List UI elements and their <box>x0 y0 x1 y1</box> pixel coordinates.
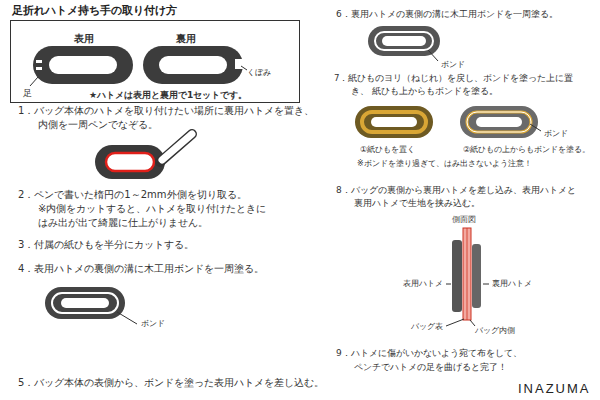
step-text: 2．ペンで書いた楕円の1～2mm外側を切り取る。 <box>18 188 247 202</box>
front-eyelet-part <box>36 67 42 70</box>
box-label: 裏用 <box>176 33 196 45</box>
trace-figure-part <box>95 145 165 179</box>
step-text: 5．バッグ本体の表側から、ボンドを塗った表用ハトメを差し込む。 <box>18 376 324 390</box>
callout-label: ボンド <box>543 129 569 139</box>
back-eyelet-part <box>143 46 243 84</box>
box-label: 表用 <box>74 33 94 45</box>
figure-caption: ①紙ひもを置く <box>360 145 415 155</box>
back-eyelet-part <box>241 66 247 70</box>
cord-figures-part <box>355 106 433 138</box>
note-text: ※ボンドを塗り過ぎて、はみ出さないよう注意！ <box>357 159 532 169</box>
side-view <box>446 228 489 326</box>
trace-figure-part <box>160 134 192 162</box>
cord-figures-part <box>460 106 538 138</box>
side-view-part <box>463 228 471 320</box>
trace-figure-part <box>156 162 160 166</box>
cord-figures-part <box>371 117 417 127</box>
step-text: 7．紙ひものヨリ（ねじれ）を戻し、ボンドを塗った上に置き、 紙ひも上からもボンド… <box>334 72 586 98</box>
front-eyelet-part <box>49 56 117 74</box>
trace-figure <box>95 134 192 179</box>
back-eyelet-part <box>235 59 243 69</box>
cord-figures-part <box>467 112 531 132</box>
glue-back-figure-part <box>382 36 426 46</box>
glue-front-figure-part <box>45 287 125 319</box>
glue-front-figure-part <box>117 312 137 324</box>
glue-front-figure-part <box>61 298 109 308</box>
glue-front-figure-part <box>52 293 118 313</box>
cord-figures-part <box>476 117 522 127</box>
box-label: 足 <box>23 87 32 99</box>
side-view-part <box>472 244 481 308</box>
front-eyelet-part <box>36 60 42 63</box>
cord-figures-part <box>362 112 426 132</box>
watermark: INAZUMA <box>518 381 591 397</box>
callout-label: ボンド <box>140 319 166 329</box>
side-view-part <box>467 228 468 320</box>
view-title: 側面図 <box>451 215 477 225</box>
part-label: バッグ内側 <box>474 326 516 336</box>
cord-figures-part <box>530 124 541 131</box>
set-box: 表用 裏用足 くぼみ★ハトメは表用と裏用で1セットです。 <box>10 20 300 103</box>
step-text: 4．表用ハトメの裏側の溝に木工用ボンドを一周塗る。 <box>18 262 264 276</box>
front-eyelet <box>30 46 133 86</box>
page-title: 足折れハトメ持ち手の取り付け方 <box>12 4 177 18</box>
part-label: 表用ハトメ <box>402 279 444 289</box>
cord-figures <box>355 106 541 138</box>
glue-back-figure-part <box>428 50 438 61</box>
part-label: バッグ表 <box>410 322 444 332</box>
step-text: 8．バッグの裏側から裏用ハトメを差し込み、表用ハトメと 裏用ハトメで生地を挟み込… <box>336 184 582 210</box>
side-view-part <box>446 284 451 285</box>
side-view-part <box>483 284 489 285</box>
trace-figure-part <box>162 134 192 160</box>
step-text: 1．バッグ本体のハトメを取り付けたい場所に裏用ハトメを置き、 内側を一周ペンでな… <box>18 104 321 132</box>
cord-figures-part <box>467 112 531 132</box>
glue-back-figure-part <box>375 32 433 50</box>
front-eyelet-part <box>30 77 38 86</box>
figure-caption: ②紙ひもの上からもボンドを塗る。 <box>463 145 590 155</box>
box-label: くぼみ <box>247 67 271 79</box>
step-text: 9．ハトメに傷がいかないよう宛て布をして、 ペンチでハトメの足を曲げると完了！ <box>336 346 528 374</box>
front-eyelet-part <box>33 46 133 84</box>
back-eyelet <box>143 46 247 84</box>
side-view-part <box>452 240 462 312</box>
note-text: ※内側をカットすると、ハトメを取り付けたときに はみ出が出て綺麗に仕上がりません… <box>38 202 271 230</box>
glue-front-figure <box>45 287 137 324</box>
glue-back-figure <box>368 26 440 61</box>
callout-label: ボンド <box>440 60 466 70</box>
side-view-part <box>446 319 464 326</box>
back-eyelet-part <box>159 56 227 74</box>
trace-figure-part <box>106 153 154 171</box>
part-label: 裏用ハトメ <box>491 279 533 289</box>
box-label: ★ハトメは表用と裏用で1セットです。 <box>89 89 247 101</box>
step-text: 3．付属の紙ひもを半分にカットする。 <box>18 238 194 252</box>
step-text: 6．裏用ハトメの裏側の溝に木工用ボンドを一周塗る。 <box>336 8 558 21</box>
